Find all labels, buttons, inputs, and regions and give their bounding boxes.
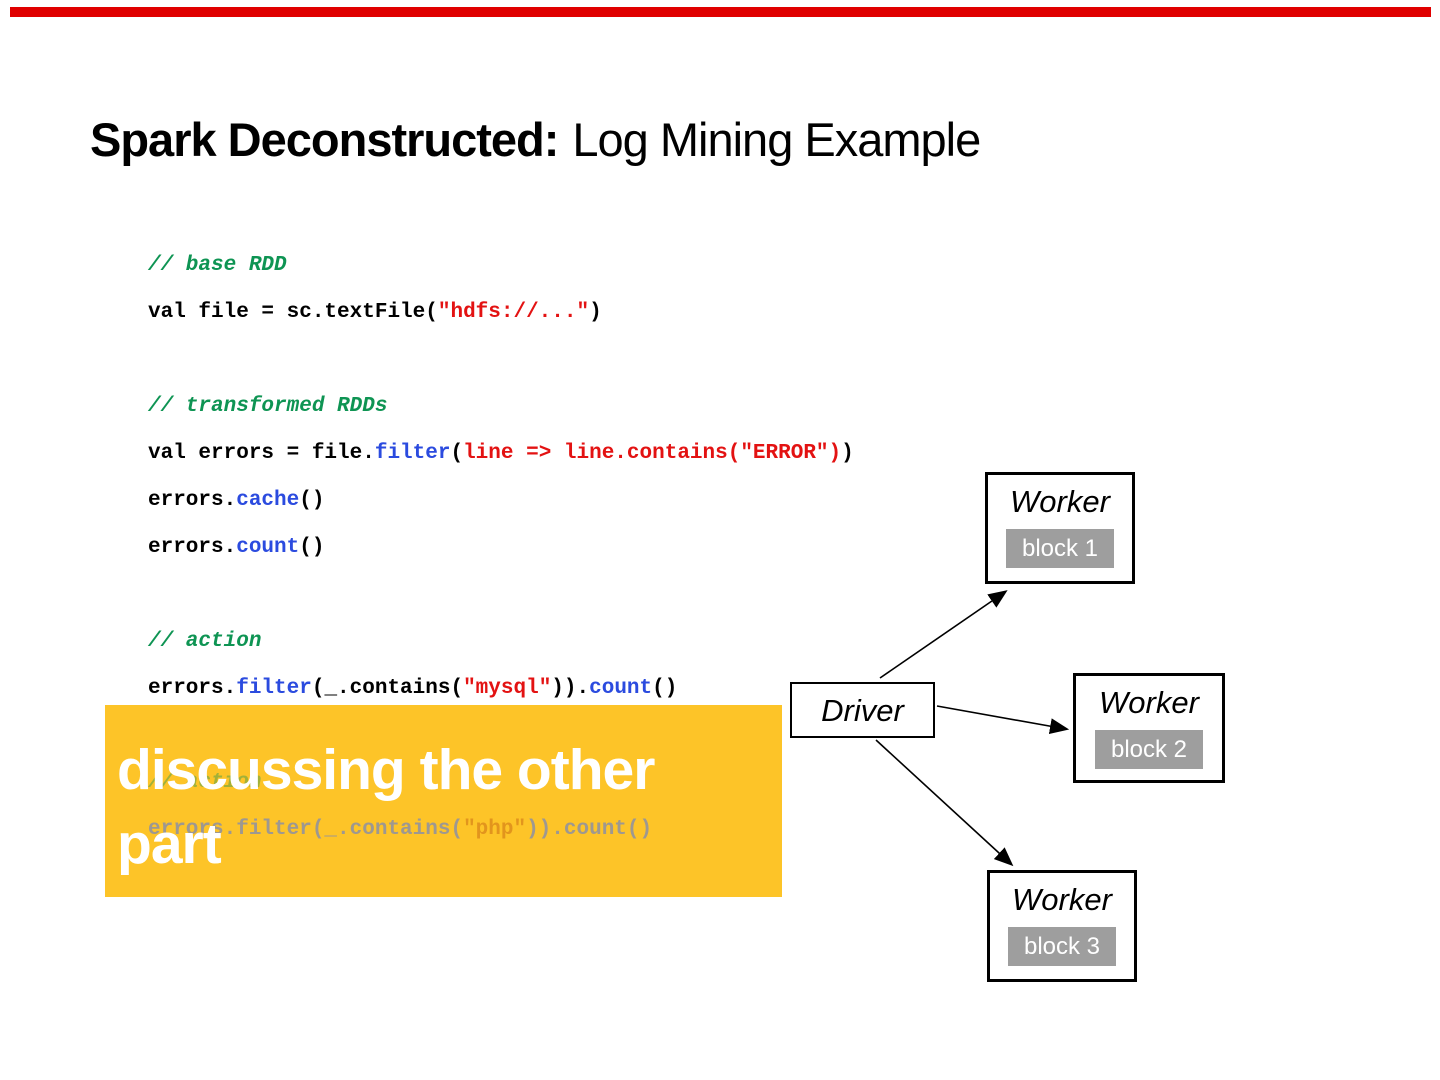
- worker1-block-chip: block 1: [1006, 529, 1114, 568]
- worker1-label: Worker: [1010, 484, 1110, 519]
- code-line: errors.filter(_.contains("php")).count(): [148, 818, 653, 841]
- worker3-node: Worker block 3: [987, 870, 1137, 982]
- accent-bar: [10, 7, 1431, 17]
- worker1-node: Worker block 1: [985, 472, 1135, 584]
- worker3-block-chip: block 3: [1008, 927, 1116, 966]
- code-line: val file = sc.textFile("hdfs://..."): [148, 301, 602, 324]
- worker2-block-chip: block 2: [1095, 730, 1203, 769]
- title-subtitle: Log Mining Example: [572, 113, 981, 166]
- worker3-label: Worker: [1012, 882, 1112, 917]
- code-line: // base RDD: [148, 254, 287, 277]
- worker2-label: Worker: [1099, 685, 1199, 720]
- code-line: // transformed RDDs: [148, 395, 388, 418]
- arrow-driver-worker2: [936, 705, 1070, 735]
- title-bold: Spark Deconstructed:: [90, 113, 559, 166]
- callout-box: [105, 705, 782, 897]
- code-line: errors.filter(_.contains("mysql")).count…: [148, 677, 678, 700]
- driver-node: Driver: [790, 682, 935, 738]
- code-line: errors.cache(): [148, 489, 325, 512]
- driver-label: Driver: [821, 693, 904, 728]
- code-line: // action: [148, 630, 262, 653]
- code-line: errors.count(): [148, 536, 325, 559]
- code-block-faded: // action errors.filter(_.contains("php")…: [148, 759, 652, 853]
- callout-text-line2: part: [117, 812, 222, 876]
- code-line: val errors = file.filter(line => line.co…: [148, 442, 854, 465]
- page-title: Spark Deconstructed:Log Mining Example: [90, 112, 981, 167]
- callout-text: discussing the other part: [117, 733, 655, 881]
- arrow-driver-worker3: [875, 739, 1014, 867]
- code-block-main: // base RDD val file = sc.textFile("hdfs:…: [148, 242, 854, 712]
- callout-text-line1: discussing the other: [117, 738, 655, 802]
- worker2-node: Worker block 2: [1073, 673, 1225, 783]
- arrow-driver-worker1: [879, 590, 1008, 679]
- code-line: // action: [148, 771, 262, 794]
